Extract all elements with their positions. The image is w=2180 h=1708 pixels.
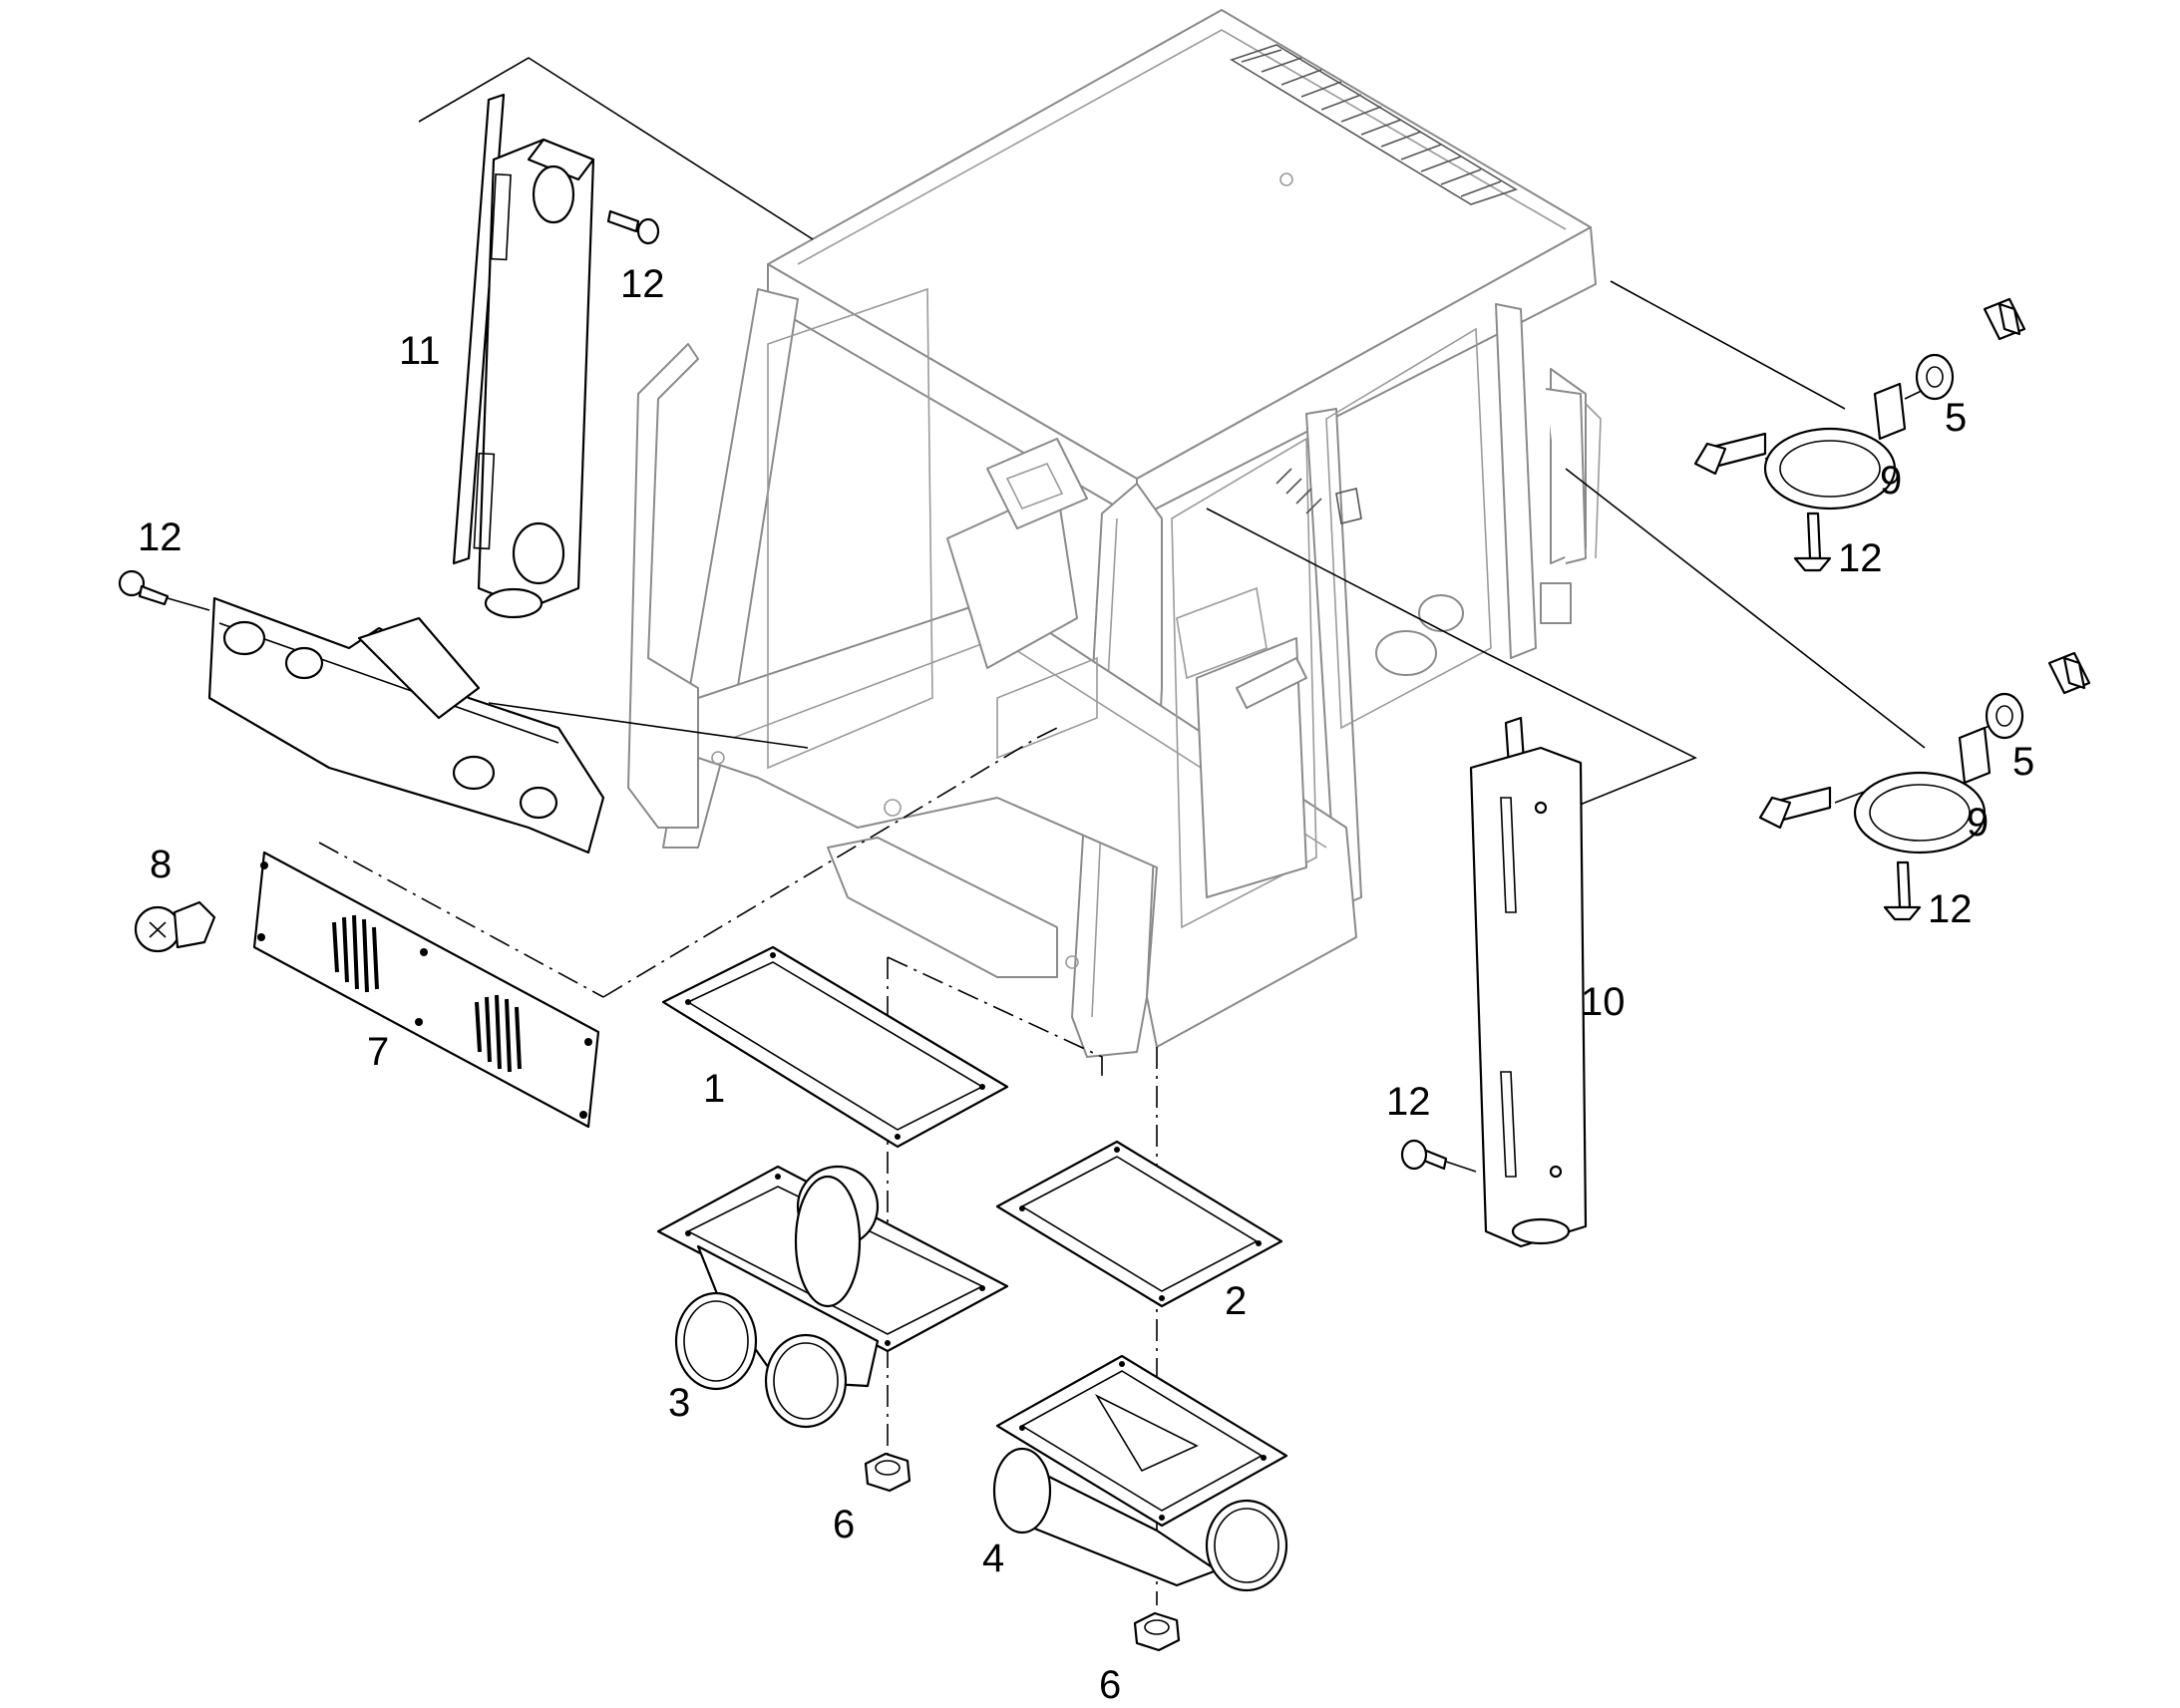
callout-12-bottom: 12: [1386, 1080, 1431, 1124]
callout-11: 11: [399, 329, 441, 373]
part-8-bolt: [134, 900, 216, 953]
callout-12-left: 12: [138, 515, 182, 559]
callout-8: 8: [150, 843, 172, 886]
callout-10: 10: [1581, 980, 1626, 1024]
callout-2: 2: [1225, 1279, 1247, 1323]
part-2-gasket: [995, 1140, 1283, 1308]
callout-12-right-upper: 12: [1838, 536, 1883, 580]
grille-slots-left: [332, 914, 379, 993]
part-12-screw-bottom: [1400, 1139, 1448, 1171]
part-5-clip-lower: [2047, 651, 2091, 695]
part-4-air-box: [992, 1354, 1288, 1592]
callout-labels: 1 2 3 4 5 5 6 6 7 8 9 9 10 11 12 12 12 1…: [138, 262, 2034, 1707]
callout-3: 3: [668, 1381, 690, 1425]
part-5-washer-upper: [1915, 353, 1955, 401]
callout-5-upper: 5: [1945, 396, 1967, 440]
part-5-clip-upper: [1983, 297, 2026, 341]
part-9-bracket-upper: [1693, 382, 1907, 511]
roof-vent-grille: [1230, 44, 1518, 205]
callout-9-upper: 9: [1880, 459, 1902, 503]
part-12-screw-top: [606, 209, 660, 245]
callout-9-lower: 9: [1967, 801, 1989, 845]
part-3-air-box: [656, 1165, 1009, 1429]
callout-5-lower: 5: [2012, 740, 2034, 784]
part-7-grille-panel: [252, 851, 600, 1129]
part-12-screw-right-a: [1793, 512, 1832, 572]
callout-7: 7: [367, 1030, 389, 1074]
callout-12-top: 12: [620, 262, 665, 306]
part-6-nut-lower: [1133, 1611, 1181, 1652]
callout-6-upper: 6: [833, 1503, 855, 1546]
part-6-nut-upper: [864, 1452, 911, 1493]
part-5-washer-lower: [1985, 692, 2024, 740]
part-12-screw-left: [118, 569, 170, 606]
part-1-gasket: [661, 945, 1009, 1149]
leader-lines: [167, 57, 2000, 1173]
part-10-vertical-duct: [1469, 716, 1588, 1248]
callout-4: 4: [982, 1537, 1004, 1580]
callout-6-lower: 6: [1099, 1663, 1121, 1707]
grille-slots-right: [475, 994, 522, 1073]
callout-12-right-lower: 12: [1928, 887, 1973, 931]
part-12-screw-right-b: [1883, 860, 1922, 921]
callout-1: 1: [703, 1067, 725, 1111]
part-9-bracket-lower: [1758, 726, 1992, 854]
part-11-vertical-duct: [452, 93, 595, 619]
dash-air-distributor: [207, 596, 605, 854]
cab-body: [627, 9, 1602, 1058]
